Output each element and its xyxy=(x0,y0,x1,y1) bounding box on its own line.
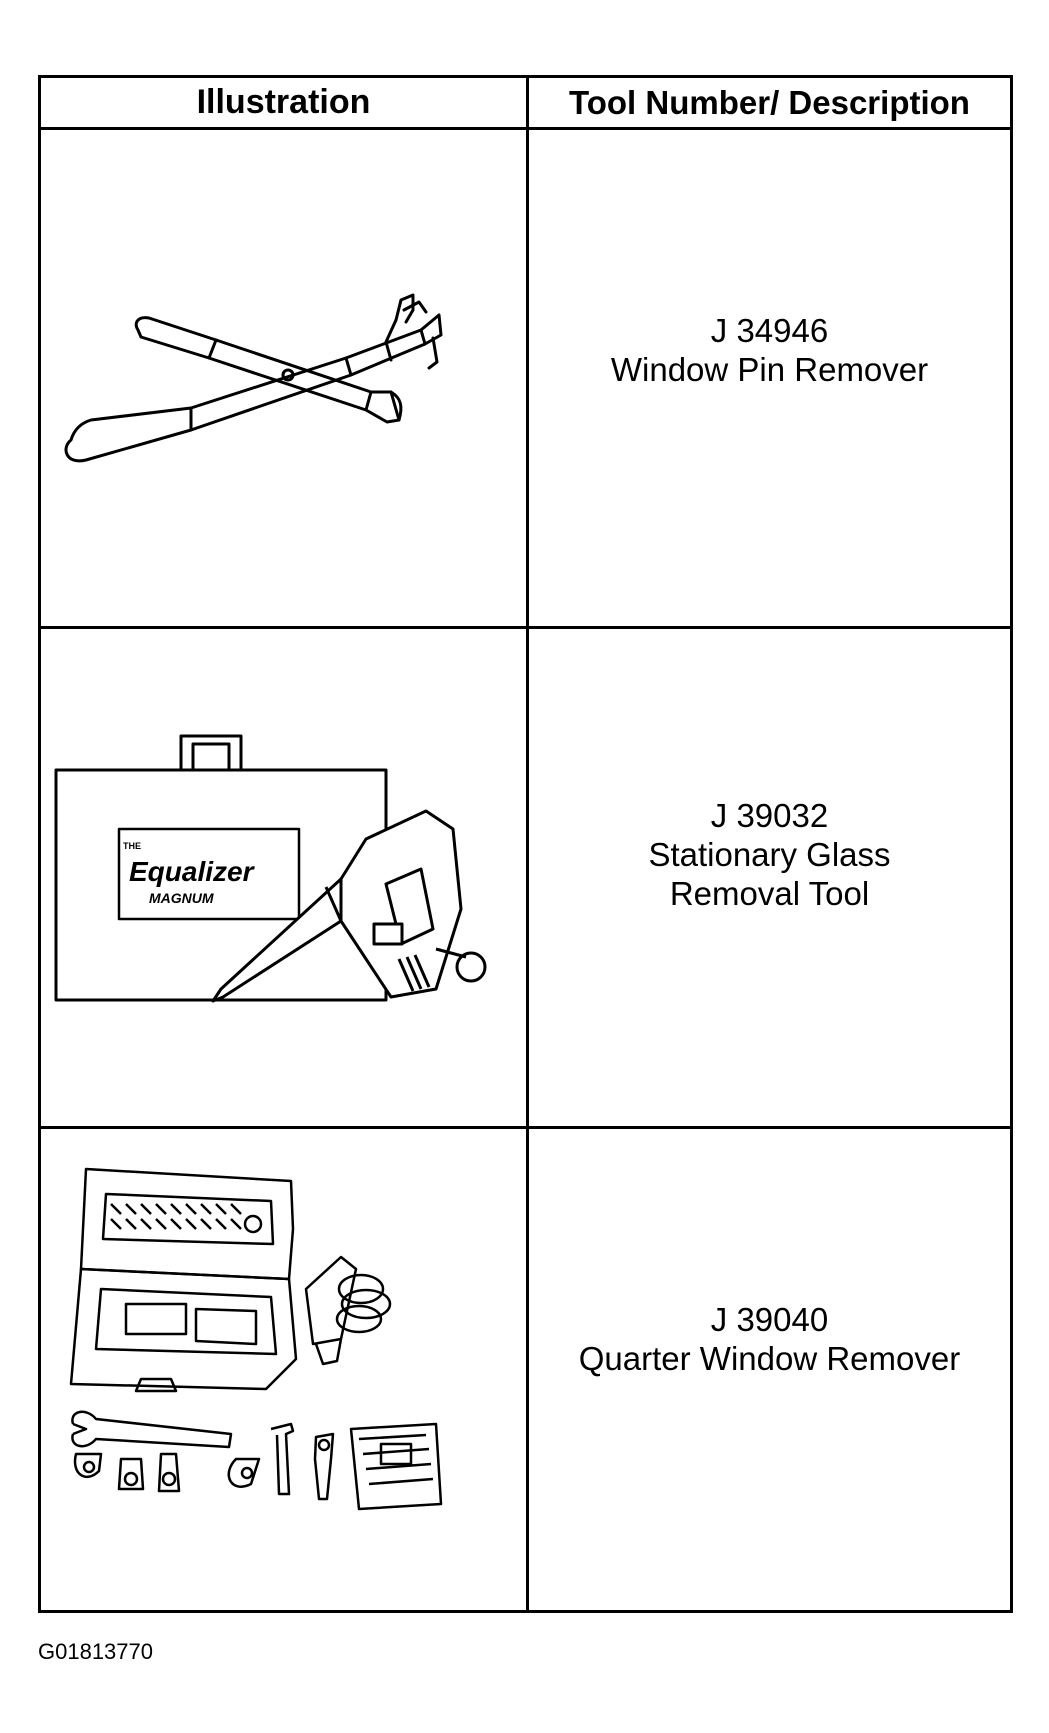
tool-table: Illustration Tool Number/ Description xyxy=(38,75,1013,1613)
tool-number: J 34946 xyxy=(710,312,829,349)
quarter-window-remover-kit-illustration xyxy=(41,1129,526,1610)
case-label-the: THE xyxy=(123,841,141,851)
tool-description-line: Quarter Window Remover xyxy=(578,1339,961,1377)
equalizer-magnum-illustration: THE Equalizer MAGNUM xyxy=(41,629,526,1126)
table-row: J 34946 Window Pin Remover xyxy=(41,130,1010,629)
header-tool-description: Tool Number/ Description xyxy=(569,84,970,121)
tool-description-line: Stationary Glass xyxy=(648,835,891,873)
column-divider xyxy=(526,78,529,1610)
tool-number: J 39032 xyxy=(710,797,829,834)
tool-description: J 34946 Window Pin Remover xyxy=(529,312,1010,390)
tool-description-line: Removal Tool xyxy=(669,874,870,912)
tool-description: J 39032 Stationary Glass Removal Tool xyxy=(529,797,1010,914)
header-illustration: Illustration xyxy=(196,83,371,121)
case-label-brand: Equalizer xyxy=(129,856,256,887)
tool-description: J 39040 Quarter Window Remover xyxy=(529,1301,1010,1379)
case-label-model: MAGNUM xyxy=(149,890,214,906)
tool-number: J 39040 xyxy=(710,1301,829,1338)
table-row: THE Equalizer MAGNUM xyxy=(41,629,1010,1129)
table-row: J 39040 Quarter Window Remover xyxy=(41,1129,1010,1610)
table-header-row: Illustration Tool Number/ Description xyxy=(41,78,1010,130)
figure-id: G01813770 xyxy=(38,1639,153,1664)
window-pin-remover-illustration xyxy=(41,130,526,626)
tool-description-line: Window Pin Remover xyxy=(610,350,929,388)
